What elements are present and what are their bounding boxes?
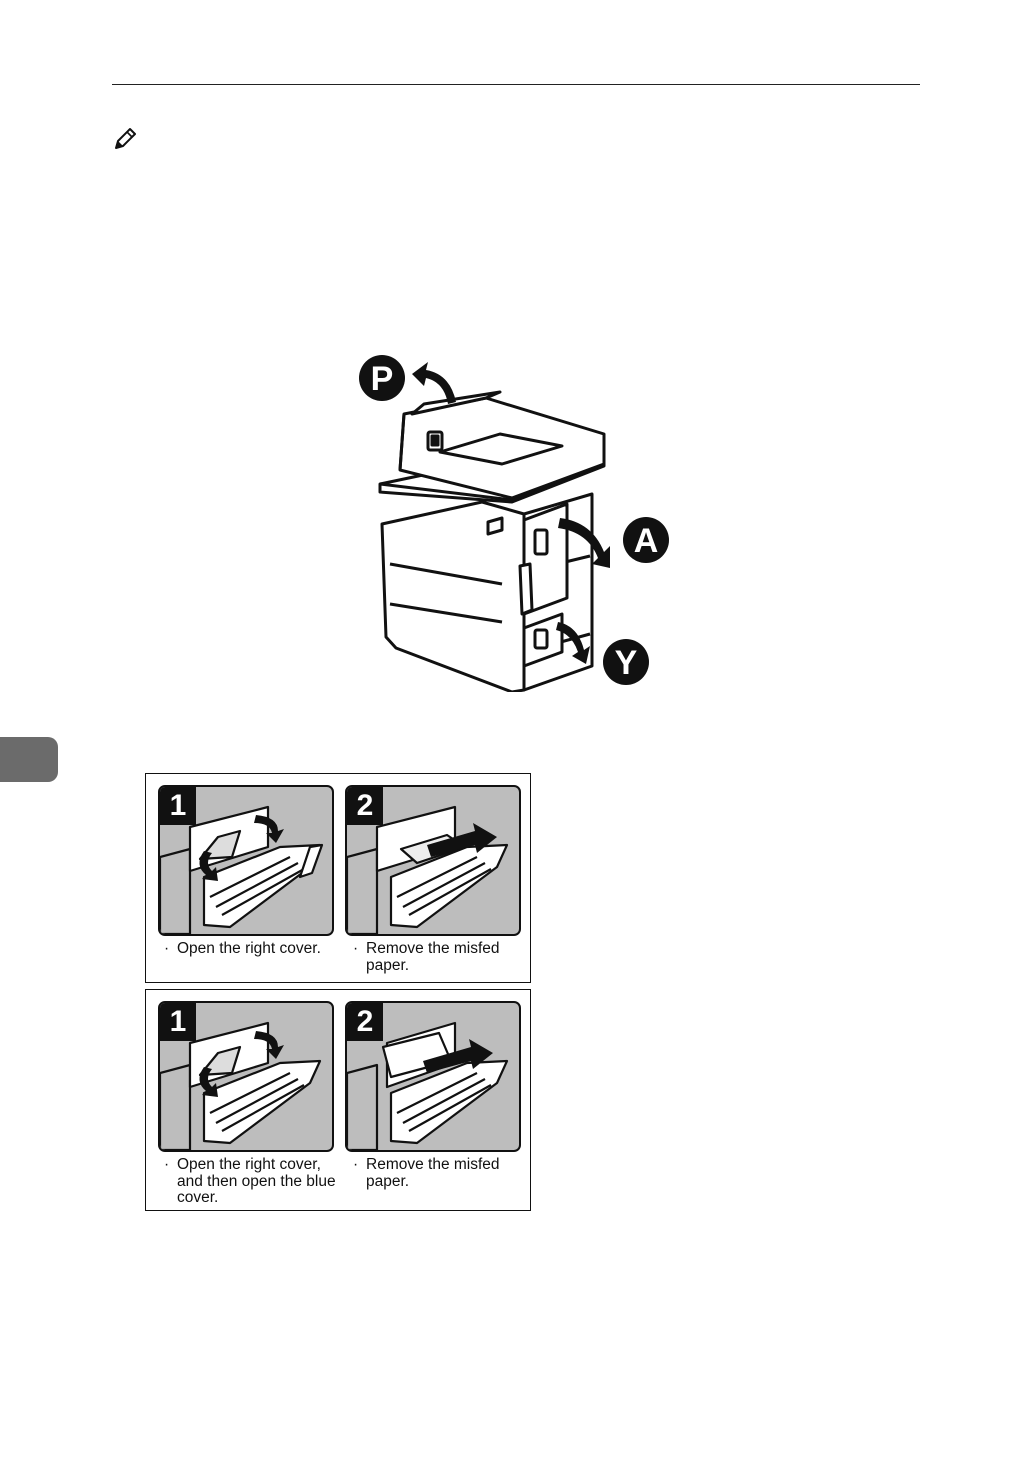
step-number: 1 xyxy=(160,1003,196,1041)
caption-text: Remove the misfed paper. xyxy=(366,1156,500,1190)
label-y: Y xyxy=(615,644,638,682)
bullet: · xyxy=(164,1157,169,1174)
step-caption: ·Open the right cover. xyxy=(177,941,337,958)
step-number: 2 xyxy=(347,787,383,825)
callout-a: A xyxy=(623,517,669,563)
step-panel: 2 xyxy=(345,785,521,936)
step-caption: ·Remove the misfed paper. xyxy=(366,941,516,974)
procedure-box-1: 1 2 ·Open the right cover. ·Remove the m… xyxy=(145,773,531,983)
step-panel: 2 xyxy=(345,1001,521,1152)
header-rule xyxy=(112,84,920,85)
chapter-tab xyxy=(0,737,58,782)
step-caption: ·Open the right cover, and then open the… xyxy=(177,1157,337,1207)
bullet: · xyxy=(353,1157,358,1174)
step-number: 1 xyxy=(160,787,196,825)
callout-p: P xyxy=(359,355,405,401)
callout-y: Y xyxy=(603,639,649,685)
procedure-box-2: 1 2 ·Open the right cover, and then open… xyxy=(145,989,531,1211)
bullet: · xyxy=(353,941,358,958)
step-number: 2 xyxy=(347,1003,383,1041)
label-a: A xyxy=(634,522,659,560)
pencil-note-icon xyxy=(112,126,138,152)
copier-illustration: P A Y xyxy=(352,352,672,692)
step-caption: ·Remove the misfed paper. xyxy=(366,1157,516,1190)
caption-text: Open the right cover, and then open the … xyxy=(177,1156,336,1206)
bullet: · xyxy=(164,941,169,958)
step-panel: 1 xyxy=(158,1001,334,1152)
label-p: P xyxy=(371,360,394,398)
caption-text: Remove the misfed paper. xyxy=(366,940,500,974)
caption-text: Open the right cover. xyxy=(177,940,321,957)
step-panel: 1 xyxy=(158,785,334,936)
